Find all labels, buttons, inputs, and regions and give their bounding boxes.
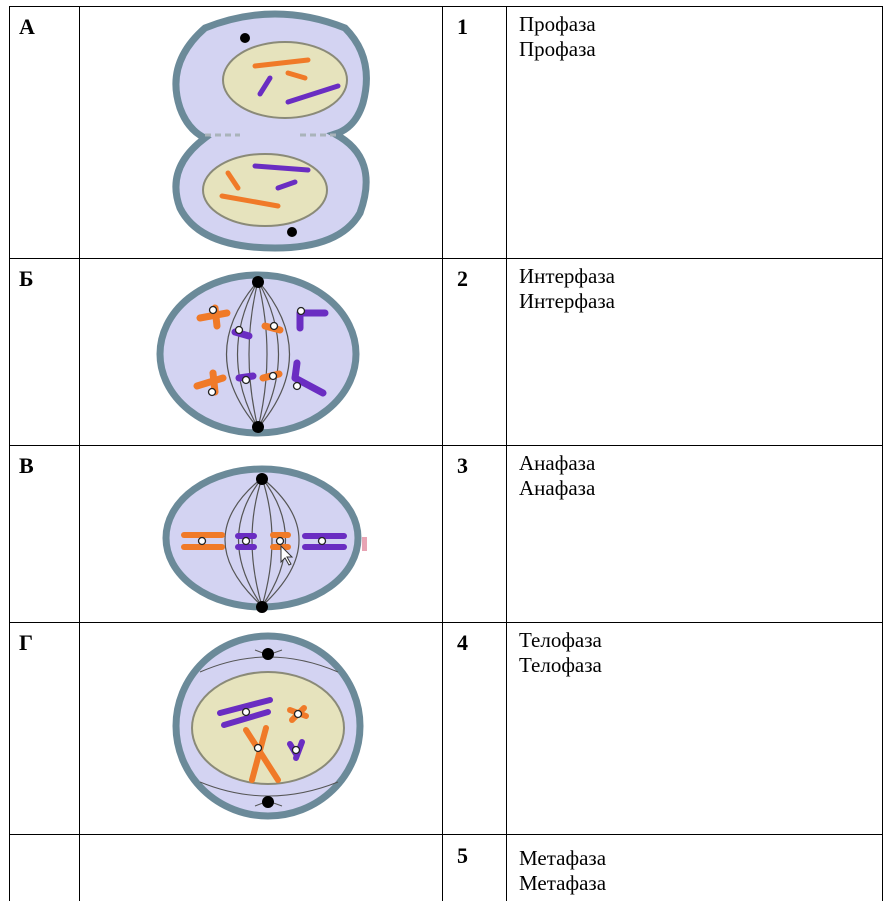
phase-name: Интерфаза	[519, 264, 615, 289]
phase-name: Профаза	[519, 12, 596, 37]
row-number: 3	[457, 453, 468, 479]
table-divider-3	[9, 622, 883, 623]
prophase-cell-diagram	[170, 630, 370, 826]
row-letter: Б	[19, 266, 34, 292]
row-number: 5	[457, 843, 468, 869]
row-number: 1	[457, 14, 468, 40]
phase-name: Метафаза	[519, 846, 606, 871]
table-col-divider-3	[506, 6, 507, 901]
phase-name-repeat: Метафаза	[519, 871, 606, 896]
table-border-left	[9, 6, 10, 901]
row-number: 2	[457, 266, 468, 292]
phase-name: Анафаза	[519, 451, 595, 476]
table-col-divider-1	[79, 6, 80, 901]
phase-name-repeat: Профаза	[519, 37, 596, 62]
table-divider-1	[9, 258, 883, 259]
row-letter: В	[19, 453, 34, 479]
metaphase-cell-diagram	[160, 458, 370, 618]
phase-label: Телофаза Телофаза	[519, 628, 602, 678]
phase-name-repeat: Телофаза	[519, 653, 602, 678]
table-col-divider-2	[442, 6, 443, 901]
phase-label: Профаза Профаза	[519, 12, 596, 62]
table-border-top	[9, 6, 883, 7]
row-number: 4	[457, 630, 468, 656]
telophase-cell-diagram	[160, 8, 390, 253]
phase-name-repeat: Анафаза	[519, 476, 595, 501]
table-divider-2	[9, 445, 883, 446]
anaphase-cell-diagram	[155, 268, 365, 440]
row-letter: А	[19, 14, 35, 40]
phase-label: Анафаза Анафаза	[519, 451, 595, 501]
phase-name: Телофаза	[519, 628, 602, 653]
row-letter: Г	[19, 630, 33, 656]
phase-label: Метафаза Метафаза	[519, 846, 606, 896]
phase-label: Интерфаза Интерфаза	[519, 264, 615, 314]
phase-name-repeat: Интерфаза	[519, 289, 615, 314]
table-divider-4	[9, 834, 883, 835]
